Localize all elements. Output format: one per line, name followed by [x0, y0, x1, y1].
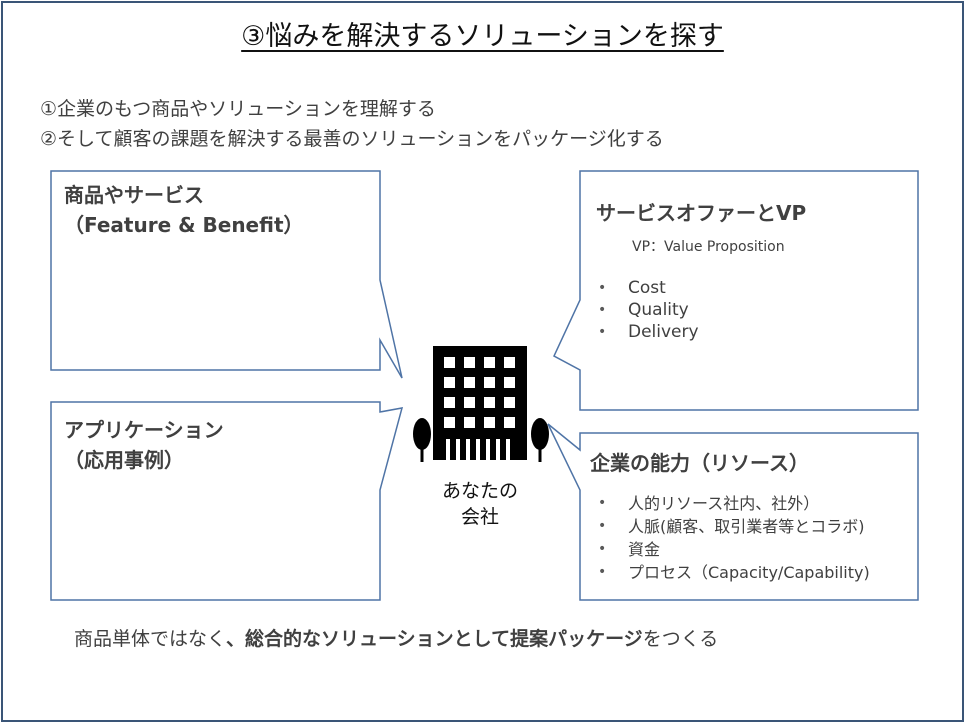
capability-bullet-network: 人脈(顧客、取引業者等とコラボ) — [598, 515, 870, 538]
capability-heading: 企業の能力（リソース） — [590, 451, 809, 475]
company-label: あなたの 会社 — [410, 478, 550, 530]
product-heading-2: （Feature & Benefit） — [64, 213, 304, 237]
application-heading-1: アプリケーション — [64, 418, 224, 442]
application-heading-2: （応用事例） — [64, 448, 184, 472]
intro-line-2: ②そして顧客の課題を解決する最善のソリューションをパッケージ化する — [40, 128, 664, 150]
capability-bullets: 人的リソース社内、社外） 人脈(顧客、取引業者等とコラボ) 資金 プロセス（Ca… — [598, 492, 870, 584]
capability-bullet-human: 人的リソース社内、社外） — [598, 492, 870, 515]
page-title: ③悩みを解決するソリューションを探す — [241, 21, 724, 52]
footer-statement: 商品単体ではなく、総合的なソリューションとして提案パッケージをつくる — [74, 624, 718, 651]
tree-icon-left — [413, 418, 431, 462]
company-label-line2: 会社 — [460, 506, 499, 528]
capability-bullet-process: プロセス（Capacity/Capability) — [598, 561, 870, 584]
offer-bullets: Cost Quality Delivery — [598, 277, 699, 343]
footer-text-after: をつくる — [642, 628, 719, 650]
offer-heading: サービスオファーとVP — [596, 201, 807, 225]
offer-bullet-delivery: Delivery — [598, 321, 699, 343]
product-heading-1: 商品やサービス — [64, 183, 204, 207]
tree-icon-right — [531, 418, 549, 462]
office-building-icon — [413, 346, 549, 462]
callout-application — [50, 401, 404, 601]
footer-text-before: 商品単体ではなく — [74, 628, 227, 650]
footer-text-emphasis: 、総合的なソリューションとして提案パッケージ — [226, 628, 643, 650]
offer-subheading: VP：Value Proposition — [632, 239, 785, 255]
capability-bullet-funds: 資金 — [598, 538, 870, 561]
offer-bullet-cost: Cost — [598, 277, 699, 299]
intro-line-1: ①企業のもつ商品やソリューションを理解する — [40, 98, 436, 120]
callout-offer — [553, 170, 919, 411]
offer-bullet-quality: Quality — [598, 299, 699, 321]
callout-product — [50, 170, 403, 379]
company-label-line1: あなたの — [441, 480, 518, 502]
